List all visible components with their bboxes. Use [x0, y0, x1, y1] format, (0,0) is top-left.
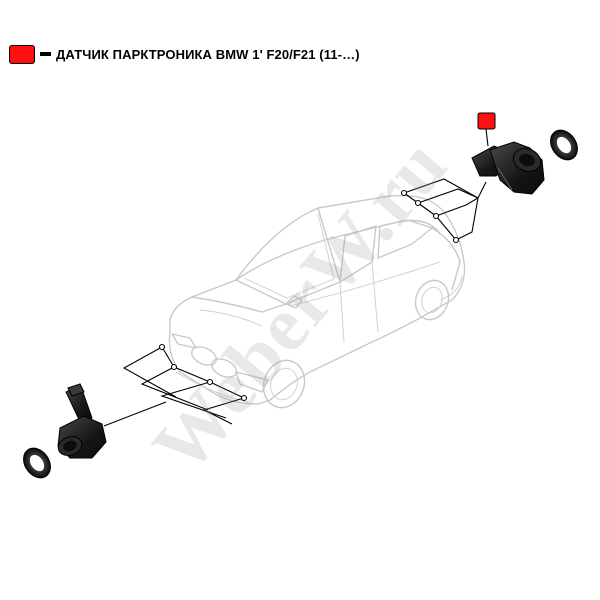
front-sensor-leaders [103, 343, 248, 427]
car-rear-wheel-rim [421, 286, 443, 314]
part-red-marker [477, 112, 496, 130]
rear-parking-sensor [471, 141, 545, 195]
front-sensor-point-4 [240, 394, 248, 402]
legend: ДАТЧИК ПАРКТРОНИКА BMW 1' F20/F21 (11-…) [9, 43, 360, 65]
car-roof [235, 219, 441, 281]
car-side-window-rear [377, 219, 433, 259]
car-windshield-inner [243, 213, 335, 299]
front-sensor-point-1 [158, 343, 166, 351]
car-rear-bumper [439, 275, 463, 301]
car-side-window-front [339, 225, 377, 283]
rear-sensor-ring [550, 129, 578, 161]
car-door-line-2 [371, 261, 379, 333]
car-hood [191, 296, 287, 313]
legend-red-swatch [9, 44, 35, 64]
rear-sensor-leaders [400, 178, 487, 244]
car-front-wheel-rim [270, 367, 298, 401]
car-rear-wheel [414, 279, 450, 321]
car-headlight-right [235, 371, 269, 393]
legend-label: ДАТЧИК ПАРКТРОНИКА BMW 1' F20/F21 (11-…) [56, 46, 360, 62]
car-hood-crease [199, 309, 263, 327]
car-mirror [285, 295, 303, 309]
car-grille-right [211, 358, 237, 378]
rear-sensor-point-1 [400, 189, 408, 197]
front-sensor-point-2 [170, 363, 178, 371]
front-sensor-point-3 [206, 378, 214, 386]
car-body [168, 194, 466, 405]
front-parking-sensor [57, 383, 107, 459]
car-headlight-left [171, 333, 197, 349]
car-side-crease [289, 261, 441, 307]
legend-dash [40, 52, 51, 56]
rear-leader-to-part [477, 181, 487, 199]
car-outline [168, 194, 466, 409]
car-door-line-1 [339, 281, 345, 343]
front-sensor-ring [23, 447, 51, 479]
car-front-bumper [175, 371, 249, 403]
red-marker-leader [485, 128, 489, 147]
rear-sensor-point-4 [452, 236, 460, 244]
rear-sensor-point-2 [414, 199, 422, 207]
car-rear-hatch [431, 227, 461, 291]
rear-sensor-point-3 [432, 212, 440, 220]
car-grille-left [191, 346, 217, 366]
car-front-wheel [262, 359, 306, 409]
car-windshield [235, 207, 341, 305]
front-leader-to-part [103, 401, 167, 427]
